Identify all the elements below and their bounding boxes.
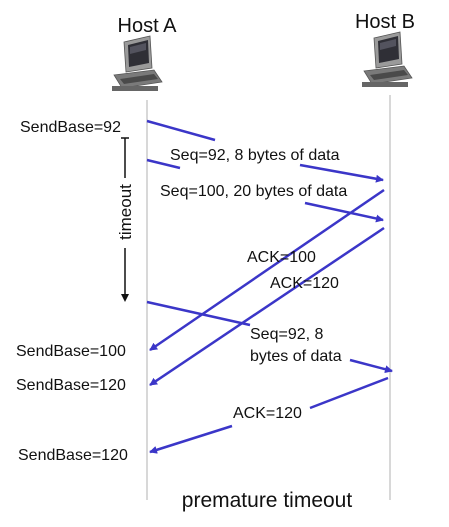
host-a-label: Host A <box>118 15 178 37</box>
seq92-retransmit-line2: bytes of data <box>250 348 342 365</box>
arrow-ack100 <box>149 188 385 352</box>
arrow-seq92-retransmit-tail <box>349 358 393 374</box>
timeout-bracket-arrow <box>121 294 129 302</box>
sendbase-92-label: SendBase=92 <box>20 119 121 136</box>
arrow-seq92-original-tail <box>299 163 384 183</box>
diagram-caption: premature timeout <box>182 489 353 512</box>
seq92-label: Seq=92, 8 bytes of data <box>170 147 340 164</box>
sendbase-120-first-label: SendBase=120 <box>16 377 126 394</box>
timeout-label: timeout <box>116 184 135 240</box>
seq100-label: Seq=100, 20 bytes of data <box>160 183 347 200</box>
seq92-retransmit-line1: Seq=92, 8 <box>250 326 324 343</box>
arrow-seq92-retransmit <box>146 300 251 327</box>
sendbase-120-second-label: SendBase=120 <box>18 447 128 464</box>
host-b-label: Host B <box>355 11 415 33</box>
arrow-ack120-second-head <box>309 376 389 410</box>
sendbase-100-label: SendBase=100 <box>16 343 126 360</box>
ack100-label: ACK=100 <box>247 249 316 266</box>
arrow-ack120-second <box>149 424 233 454</box>
arrow-seq100 <box>146 158 181 170</box>
arrow-seq92-original <box>146 119 216 142</box>
host-a-computer-icon <box>111 35 163 92</box>
ack120-second-label: ACK=120 <box>233 405 302 422</box>
arrow-ack120-first <box>149 226 385 387</box>
arrow-seq100-tail <box>304 201 384 223</box>
host-b-computer-icon <box>361 31 413 88</box>
ack120-first-label: ACK=120 <box>270 275 339 292</box>
